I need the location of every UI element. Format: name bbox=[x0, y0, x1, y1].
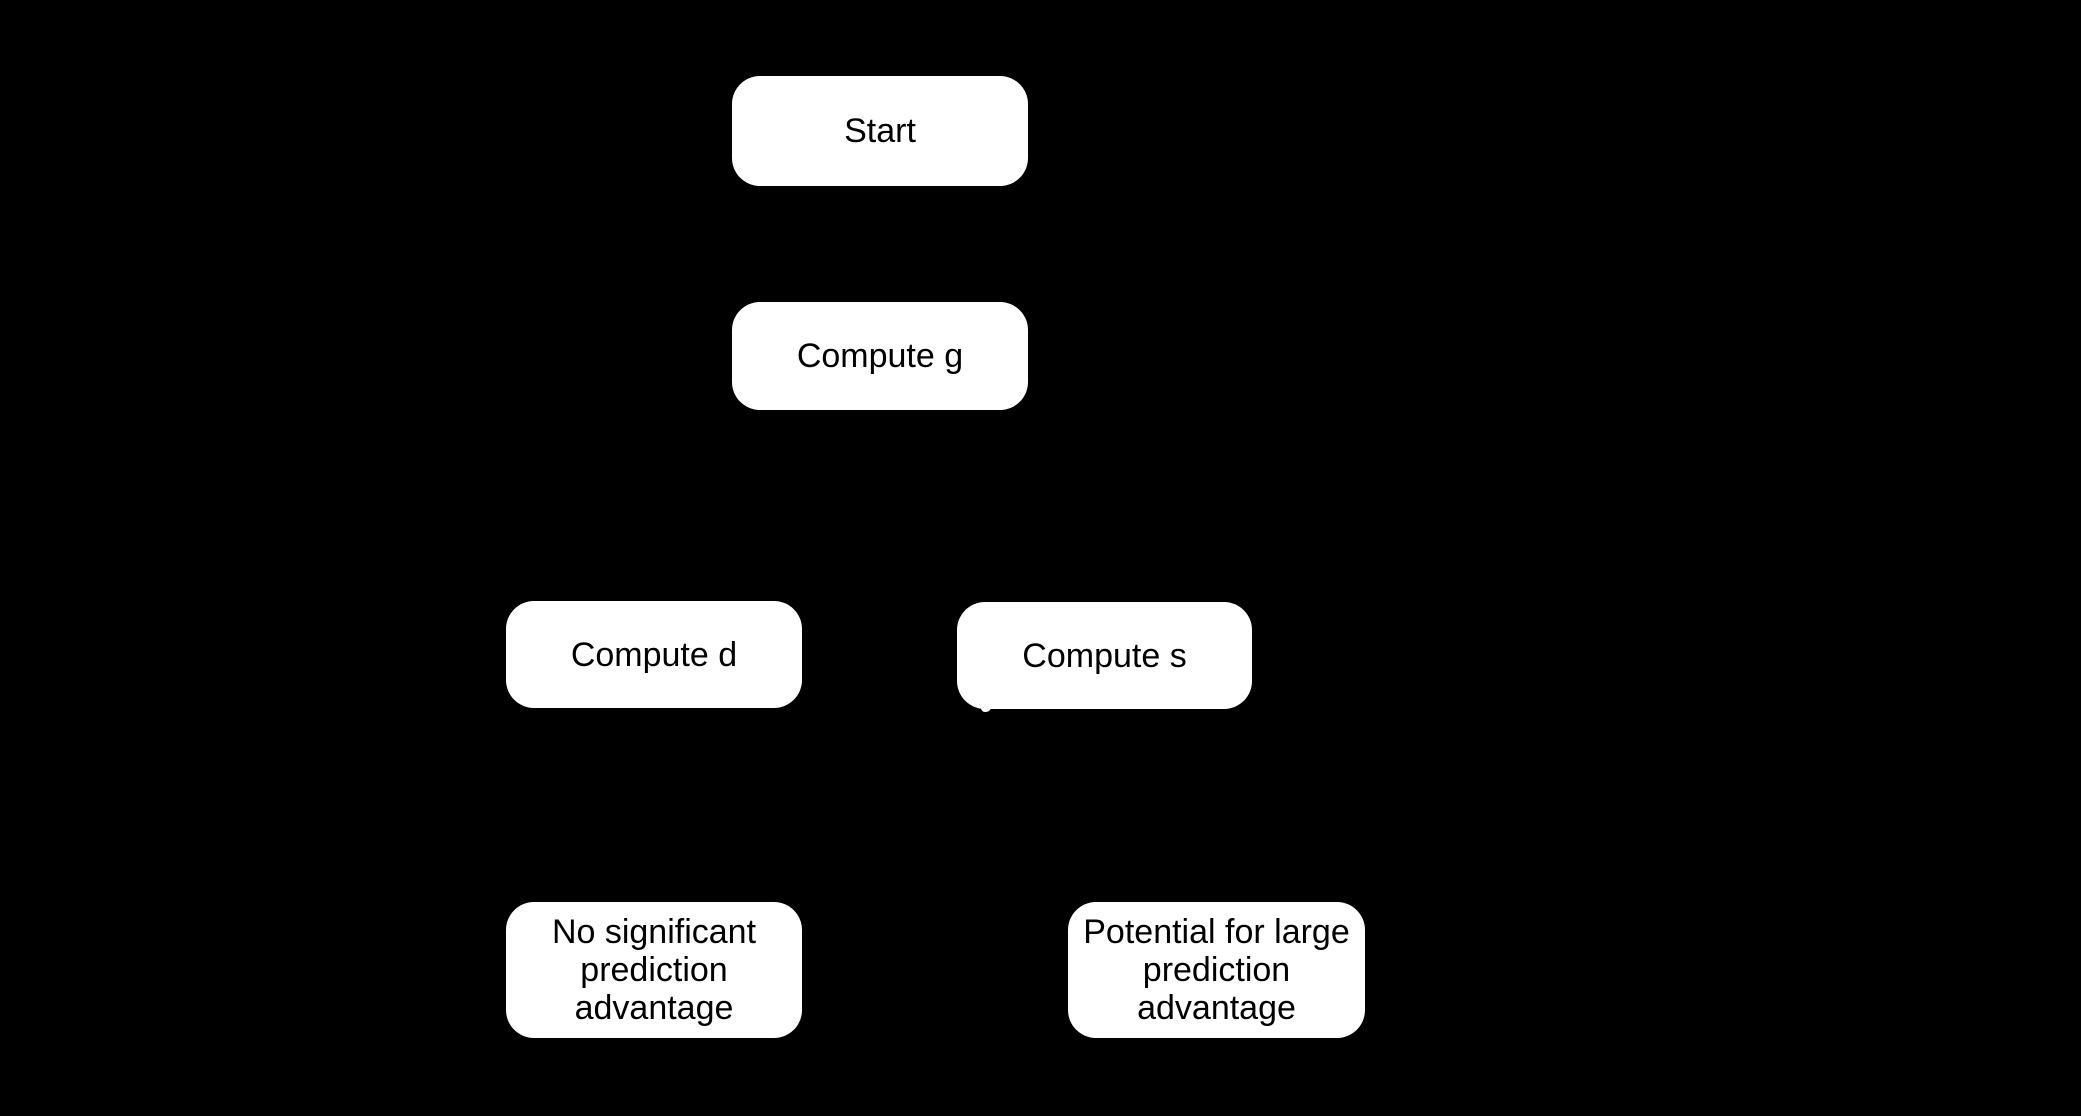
node-compute-g: Compute g bbox=[732, 302, 1028, 410]
node-compute-s-label: Compute s bbox=[1022, 636, 1187, 675]
node-compute-g-label: Compute g bbox=[796, 337, 964, 375]
arrowhead-remnant-speck bbox=[981, 702, 991, 712]
node-compute-d: Compute d bbox=[506, 601, 802, 708]
node-no-significant-advantage: No significant prediction advantage bbox=[506, 902, 802, 1038]
node-start: Start bbox=[732, 76, 1028, 186]
node-large-advantage: Potential for large prediction advantage bbox=[1068, 902, 1365, 1038]
node-start-label: Start bbox=[844, 112, 916, 150]
node-large-advantage-label: Potential for large prediction advantage bbox=[1083, 913, 1350, 1027]
node-no-significant-advantage-label: No significant prediction advantage bbox=[551, 913, 757, 1027]
node-compute-s: Compute s bbox=[957, 602, 1252, 709]
node-compute-d-label: Compute d bbox=[570, 635, 738, 674]
